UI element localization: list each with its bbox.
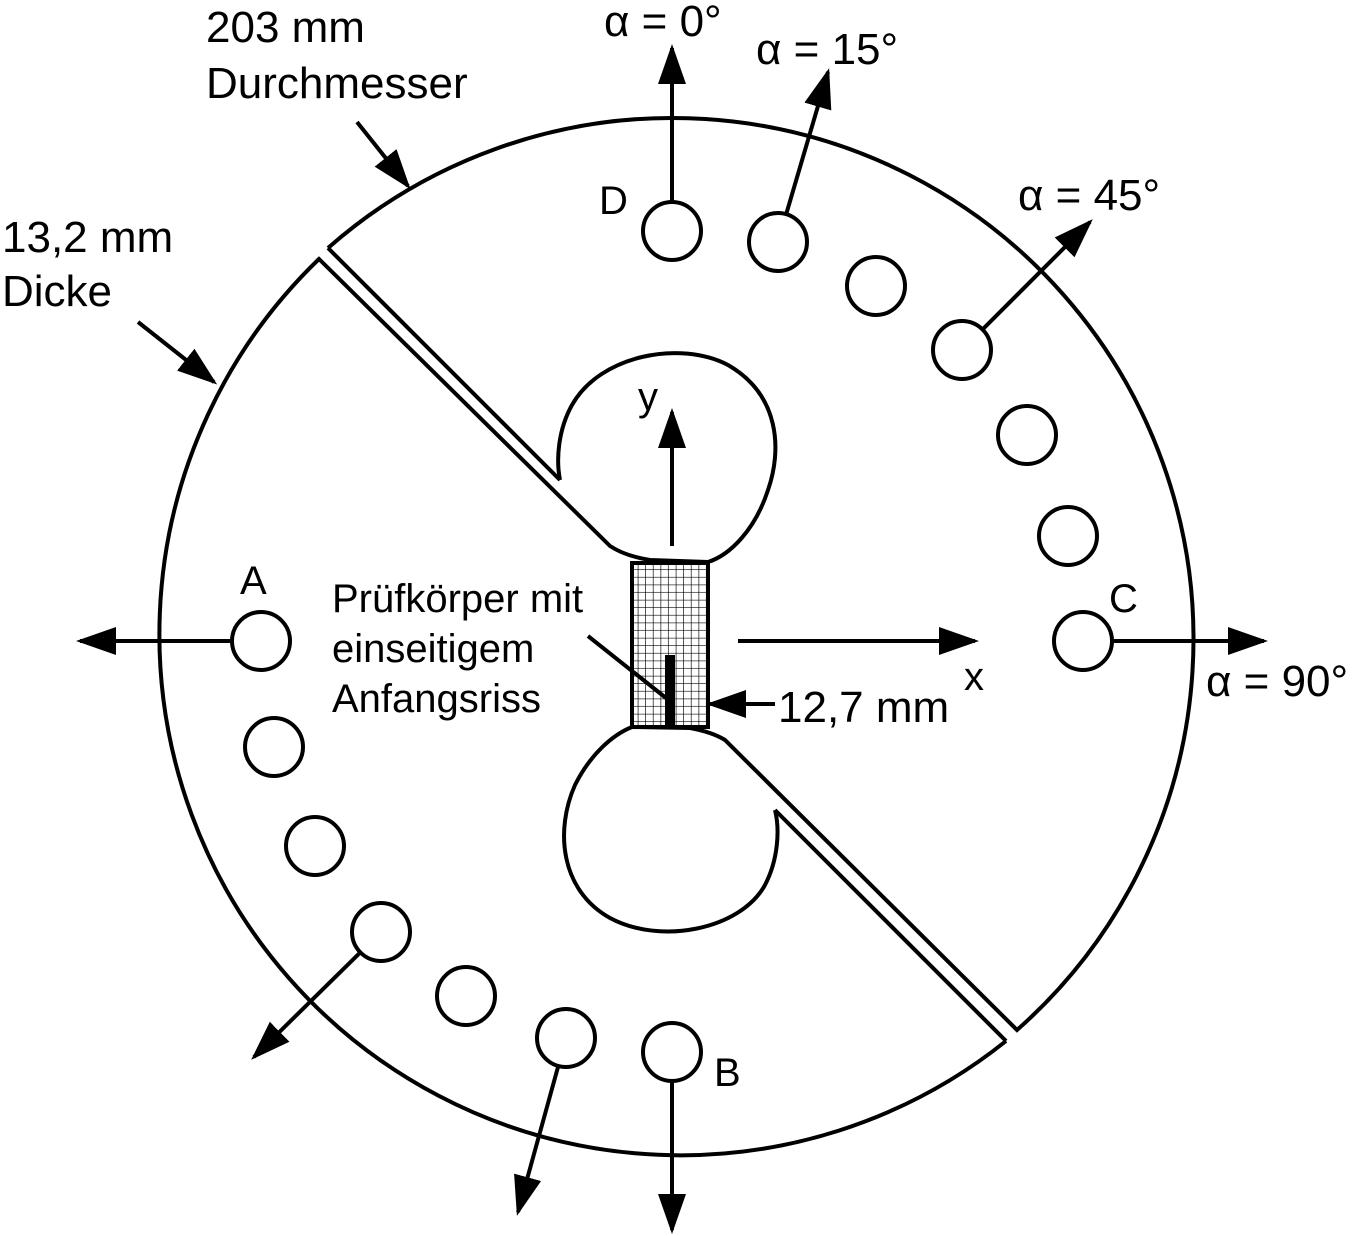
specimen-label-line3: Anfangsriss <box>332 677 541 721</box>
hole-upper-30 <box>845 255 907 317</box>
diameter-value-label: 203 mm <box>206 3 365 52</box>
point-c-label: C <box>1109 577 1138 621</box>
specimen-label-line1: Prüfkörper mit <box>332 577 583 621</box>
hole-b <box>641 1021 703 1083</box>
thickness-leader-arrow <box>136 320 218 385</box>
hole-lower-75 <box>243 716 305 778</box>
specimen-label-line2: einseitigem <box>332 627 534 671</box>
thickness-word-label: Dicke <box>2 267 112 316</box>
point-d-label: D <box>599 179 628 223</box>
hole-d <box>641 200 703 262</box>
hole-lower-60 <box>284 815 346 877</box>
specimen-width-label: 12,7 mm <box>778 683 949 732</box>
specimen-leader-line <box>586 634 668 700</box>
y-axis-label: y <box>638 375 658 419</box>
lower-lobe-cutout <box>562 725 780 934</box>
hole-upper-45 <box>931 319 993 381</box>
diameter-word-label: Durchmesser <box>206 59 468 108</box>
hole-lower-15 <box>535 1007 597 1069</box>
alpha-15-label: α = 15° <box>756 25 898 74</box>
diameter-leader-arrow <box>355 120 411 190</box>
hole-lower-45 <box>350 901 412 963</box>
disk-upper-half <box>326 115 1196 1033</box>
hole-upper-60 <box>996 404 1058 466</box>
point-a-label: A <box>240 559 267 603</box>
slot-line-lower <box>773 808 1008 1043</box>
hole-c <box>1052 610 1114 672</box>
alpha-45-label: α = 45° <box>1018 171 1160 220</box>
alpha-90-label: α = 90° <box>1206 657 1348 706</box>
slot-line-upper <box>326 246 562 482</box>
hole-upper-75 <box>1037 505 1099 567</box>
upper-lobe-cutout <box>556 351 778 564</box>
hole-upper-15 <box>747 211 809 273</box>
disk-lower-half <box>157 256 1008 1158</box>
x-axis-label: x <box>964 655 984 699</box>
alpha-0-label: α = 0° <box>604 0 722 46</box>
hole-lower-30 <box>435 965 497 1027</box>
initial-crack <box>665 655 675 727</box>
hole-a <box>230 610 292 672</box>
point-b-label: B <box>714 1051 741 1095</box>
thickness-value-label: 13,2 mm <box>2 213 173 262</box>
